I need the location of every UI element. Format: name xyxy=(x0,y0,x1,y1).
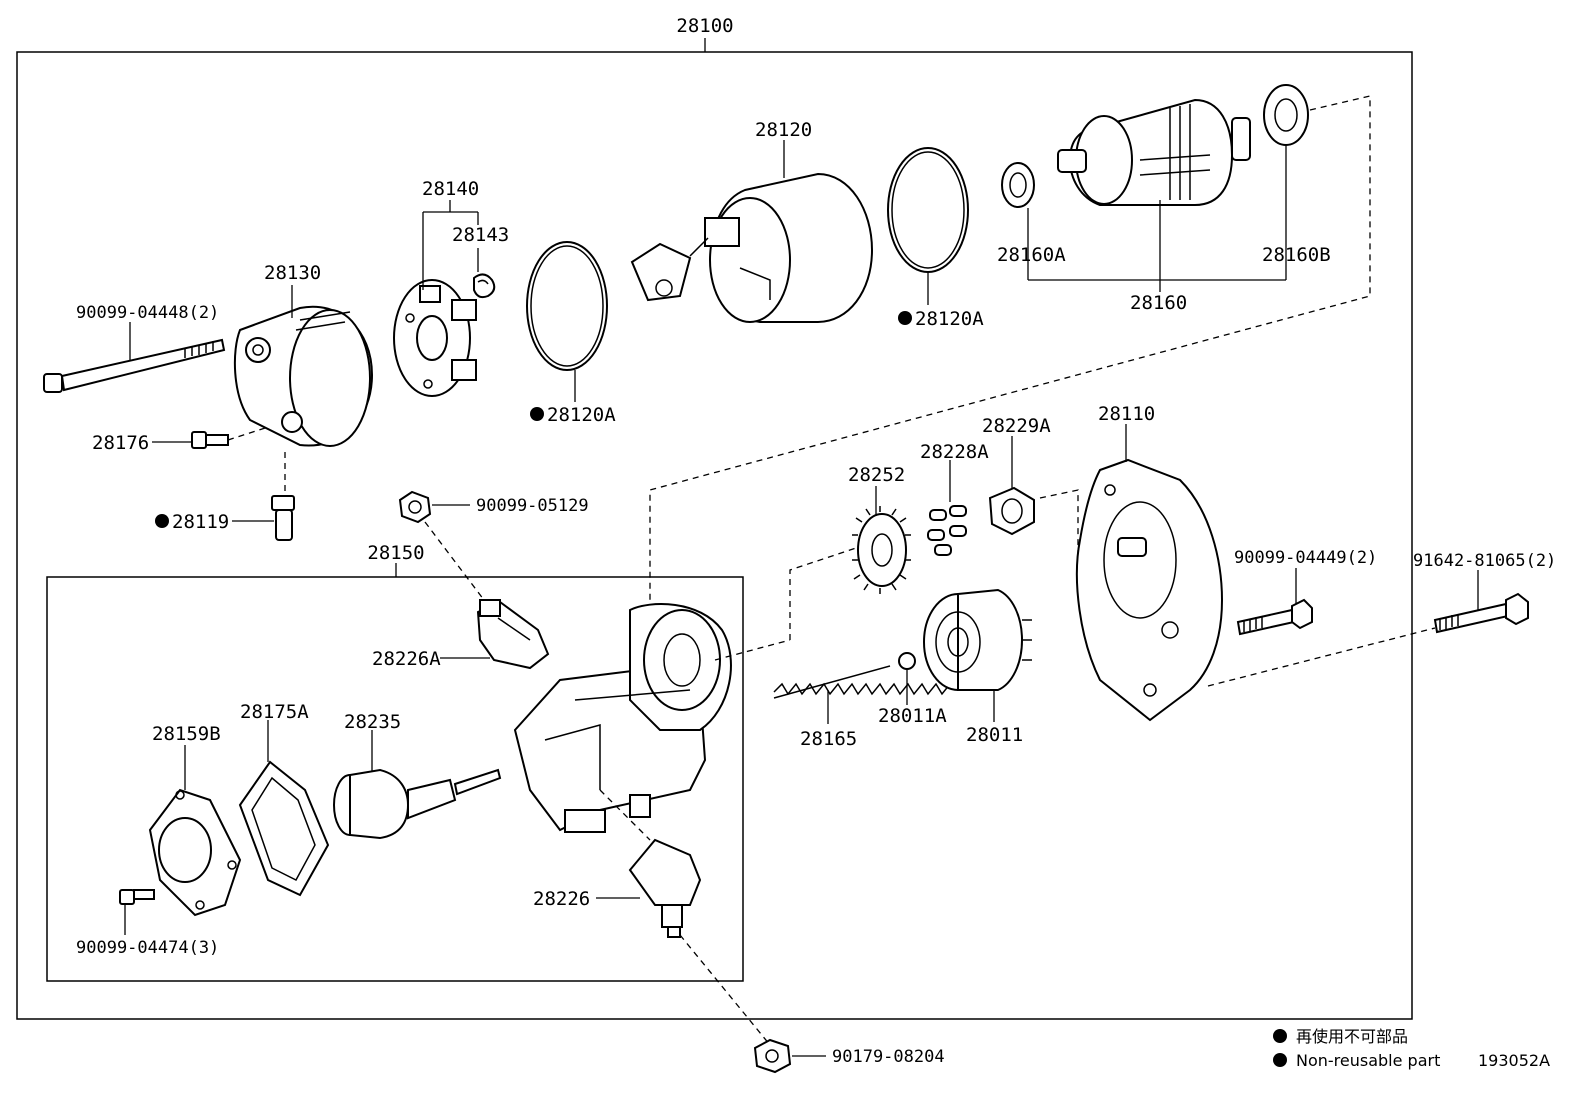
legend-marker-icon xyxy=(1273,1029,1287,1043)
magnetic-switch-housing[interactable] xyxy=(513,603,732,833)
end-frame-28130[interactable] xyxy=(233,305,374,447)
label-28252[interactable]: 28252 xyxy=(848,464,905,486)
label-28228a[interactable]: 28228A xyxy=(920,441,989,463)
end-cover-28159b[interactable] xyxy=(148,788,242,917)
label-28110[interactable]: 28110 xyxy=(1098,403,1155,425)
label-28119[interactable]: 28119 xyxy=(172,511,229,533)
label-28235[interactable]: 28235 xyxy=(344,711,401,733)
label-28229a[interactable]: 28229A xyxy=(982,415,1051,437)
bearing-28160a[interactable] xyxy=(1001,162,1035,208)
label-28165[interactable]: 28165 xyxy=(800,728,857,750)
label-28159b[interactable]: 28159B xyxy=(152,723,221,745)
yoke-28120[interactable] xyxy=(630,172,874,323)
label-28140[interactable]: 28140 xyxy=(422,178,479,200)
o-ring-28120a-left[interactable] xyxy=(526,241,608,371)
bolt-91642-81065[interactable] xyxy=(1433,592,1529,634)
label-28120a-left[interactable]: 28120A xyxy=(547,404,616,426)
plug-28119[interactable] xyxy=(271,495,295,541)
label-28120a-right[interactable]: 28120A xyxy=(915,308,984,330)
diagram-id: 193052A xyxy=(1478,1051,1550,1070)
label-28175a[interactable]: 28175A xyxy=(240,701,309,723)
brush-holder-28140[interactable] xyxy=(393,279,477,397)
label-28160[interactable]: 28160 xyxy=(1130,292,1187,314)
label-28226a[interactable]: 28226A xyxy=(372,648,441,670)
label-28100[interactable]: 28100 xyxy=(676,15,733,37)
drive-housing-28110[interactable] xyxy=(1075,458,1224,722)
plunger-28235[interactable] xyxy=(333,768,502,840)
label-28130[interactable]: 28130 xyxy=(264,262,321,284)
spring-28143[interactable] xyxy=(473,273,496,299)
assembly-28150-frame xyxy=(46,576,744,982)
label-28176[interactable]: 28176 xyxy=(92,432,149,454)
label-28150[interactable]: 28150 xyxy=(367,542,424,564)
label-28160b[interactable]: 28160B xyxy=(1262,244,1331,266)
label-28120[interactable]: 28120 xyxy=(755,119,812,141)
o-ring-28120a-right[interactable] xyxy=(887,147,969,273)
label-28143[interactable]: 28143 xyxy=(452,224,509,246)
gasket-28175a[interactable] xyxy=(238,760,330,897)
label-90179-08204[interactable]: 90179-08204 xyxy=(832,1047,945,1067)
label-28160a[interactable]: 28160A xyxy=(997,244,1066,266)
non-reusable-icon xyxy=(898,311,912,325)
retainer-28229a[interactable] xyxy=(988,486,1035,536)
label-28011[interactable]: 28011 xyxy=(966,724,1023,746)
long-bolt-90099-04448[interactable] xyxy=(43,338,226,393)
non-reusable-icon xyxy=(530,407,544,421)
overrunning-clutch-28011[interactable] xyxy=(923,588,1032,691)
legend-marker-icon xyxy=(1273,1053,1287,1067)
label-90099-04448[interactable]: 90099-04448(2) xyxy=(76,303,219,323)
label-90099-05129[interactable]: 90099-05129 xyxy=(476,496,589,516)
assembly-28100-frame xyxy=(16,51,1413,1020)
nut-90179-08204[interactable] xyxy=(753,1038,792,1074)
terminal-28226a[interactable] xyxy=(476,599,550,670)
spring-28165[interactable] xyxy=(773,665,951,699)
bolt-90099-04449[interactable] xyxy=(1236,598,1313,636)
label-28011a[interactable]: 28011A xyxy=(878,705,947,727)
label-90099-04474[interactable]: 90099-04474(3) xyxy=(76,938,219,958)
bearing-28160b[interactable] xyxy=(1263,84,1309,146)
screw-28176[interactable] xyxy=(191,431,229,449)
rollers-28228a[interactable] xyxy=(927,505,967,556)
nut-90099-05129[interactable] xyxy=(398,490,432,524)
idler-gear-28252[interactable] xyxy=(852,506,911,594)
terminal-28226[interactable] xyxy=(628,838,702,938)
legend-english: Non-reusable part xyxy=(1296,1051,1440,1070)
armature-28160[interactable] xyxy=(1057,98,1251,206)
legend-japanese: 再使用不可部品 xyxy=(1296,1027,1408,1046)
steel-ball-28011a[interactable] xyxy=(898,652,916,670)
label-91642-81065[interactable]: 91642-81065(2) xyxy=(1413,551,1556,571)
label-90099-04449[interactable]: 90099-04449(2) xyxy=(1234,548,1377,568)
screw-90099-04474[interactable] xyxy=(119,889,155,905)
non-reusable-icon xyxy=(155,514,169,528)
label-28226[interactable]: 28226 xyxy=(533,888,590,910)
